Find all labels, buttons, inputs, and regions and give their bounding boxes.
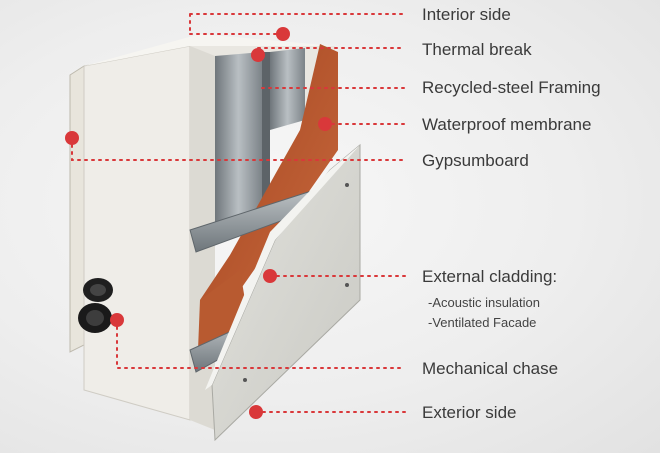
steel-stud-front: [215, 52, 262, 230]
marker-exterior-side: [249, 405, 263, 419]
label-mechanical-chase: Mechanical chase: [422, 359, 559, 378]
label-ventilated-facade: -Ventilated Facade: [428, 315, 537, 330]
marker-waterproof-membrane: [318, 117, 332, 131]
conduit-pipe-lower-hole: [86, 310, 104, 326]
steel-stud-back: [270, 48, 305, 130]
marker-gypsumboard: [65, 131, 79, 145]
label-acoustic-insulation: -Acoustic insulation: [428, 295, 540, 310]
label-exterior-side: Exterior side: [422, 403, 517, 422]
marker-thermal-break: [251, 48, 265, 62]
interior-board: [83, 45, 191, 421]
conduit-pipe-upper-hole: [90, 284, 106, 296]
label-recycled-steel-framing: Recycled-steel Framing: [422, 78, 601, 97]
thermal-break-strip: [262, 52, 270, 215]
cladding-screw: [345, 283, 349, 287]
label-waterproof-membrane: Waterproof membrane: [422, 115, 592, 134]
label-interior-side: Interior side: [422, 5, 511, 24]
marker-external-cladding: [263, 269, 277, 283]
label-thermal-break: Thermal break: [422, 40, 532, 59]
label-gypsumboard: Gypsumboard: [422, 151, 529, 170]
marker-mechanical-chase: [110, 313, 124, 327]
label-external-cladding: External cladding:: [422, 267, 558, 286]
cladding-screw: [345, 183, 349, 187]
cladding-screw: [243, 378, 247, 382]
marker-interior-side: [276, 27, 290, 41]
top-face: [84, 34, 335, 66]
leader-mechanical-chase: [116, 319, 406, 369]
leader-interior-side: [189, 13, 406, 35]
leader-gypsumboard: [71, 137, 406, 161]
waterproof-membrane: [200, 44, 338, 325]
